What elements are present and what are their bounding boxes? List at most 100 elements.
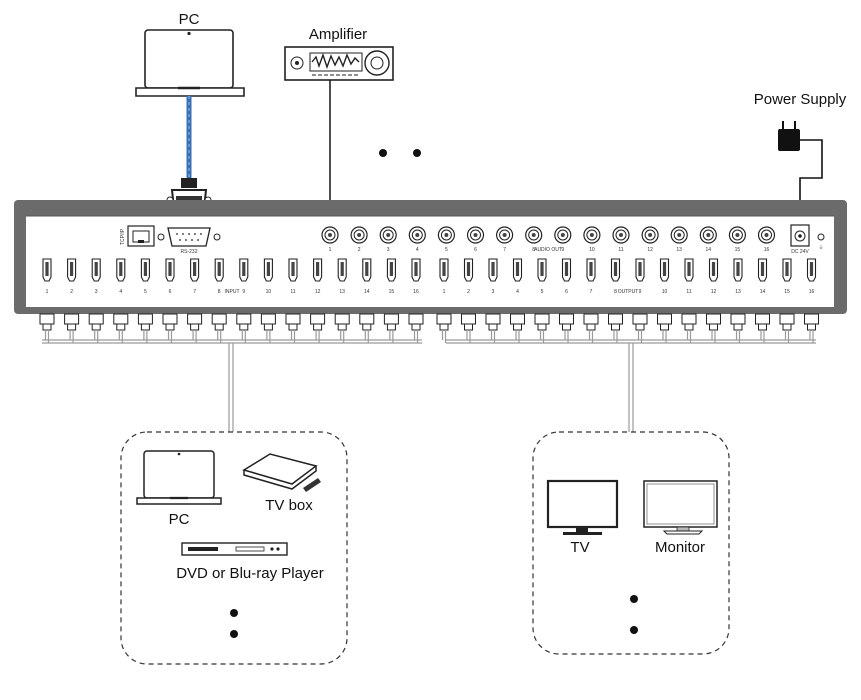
hdmi-output-port [684,258,694,282]
hdmi-plug [285,313,301,331]
power-supply-label: Power Supply [754,91,847,108]
hdmi-input-number: 16 [413,289,419,295]
audio-out-jack [496,226,514,244]
audio-out-label: AUDIO OUT [534,247,562,253]
hdmi-input-port [362,258,372,282]
dvd-bluray-player-device [181,542,288,556]
hdmi-input-number: 2 [70,289,73,295]
remote-control-icon [303,478,321,492]
hdmi-plug [706,313,721,331]
tcp-ip-port [127,225,155,247]
audio-out-number: 1 [329,247,332,253]
tv-box-label: TV box [265,497,313,514]
hdmi-output-number: 13 [735,289,741,295]
hdmi-input-number: 4 [119,289,122,295]
hdmi-output-port [439,258,449,282]
hdmi-input-port [140,258,150,282]
hdmi-input-port [239,258,249,282]
hdmi-input-number: 11 [290,289,295,295]
source-pc-laptop [136,450,222,505]
hdmi-plug [779,313,795,331]
hdmi-output-port [586,258,596,282]
hdmi-plug [657,313,672,331]
hdmi-output-port [610,258,621,282]
pc-label: PC [179,11,200,28]
hdmi-plug [113,313,129,331]
hdmi-output-number: 4 [516,289,519,295]
panel-face [26,216,834,307]
more-sources-dot [230,630,238,638]
hdmi-input-port [116,258,126,282]
display-devices-group [532,431,730,655]
hdmi-plug [583,313,599,331]
power-adapter [778,121,823,222]
hdmi-plug [359,313,375,331]
source-devices-group [120,431,348,665]
hdmi-output-number: 12 [711,289,717,295]
rs232-connector-boot [181,178,197,188]
audio-out-number: 11 [618,247,623,253]
audio-out-jack [554,226,572,244]
hdmi-input-number: 7 [193,289,196,295]
more-displays-dot [630,626,638,634]
dc-power-jack [790,224,810,247]
hdmi-input-port [42,258,52,282]
hdmi-output-port [733,258,743,282]
hdmi-input-number: 10 [266,289,272,295]
hdmi-output-number: 5 [541,289,544,295]
hdmi-output-port [537,258,547,282]
output-label: OUTPUT [618,289,639,295]
hdmi-input-port [263,258,273,282]
dc-24v-label: DC 24V [791,249,809,255]
hdmi-plug [408,313,424,331]
hdmi-output-number: 1 [443,289,446,295]
hdmi-output-port [708,258,719,282]
hdmi-output-number: 14 [760,289,766,295]
audio-out-jack [408,226,426,244]
audio-out-number: 10 [589,247,595,253]
hdmi-input-port [214,258,224,282]
hdmi-input-number: 9 [242,289,245,295]
hdmi-plug [559,313,574,331]
hdmi-plug [730,313,746,331]
audio-out-jack [641,226,659,244]
monitor-display-device [643,480,718,535]
hdmi-output-number: 8 [614,289,617,295]
hdmi-cables [39,313,819,343]
more-amplifiers-dot [379,149,387,157]
hdmi-output-port [463,258,474,282]
hdmi-input-port [91,258,101,282]
more-sources-dot [230,609,238,617]
hdmi-input-number: 3 [95,289,98,295]
hdmi-plug [681,313,697,331]
hdmi-input-port [337,258,347,282]
audio-out-jack [612,226,630,244]
hdmi-input-port [67,258,77,282]
hdmi-input-number: 5 [144,289,147,295]
input-label: INPUT [225,289,240,295]
hdmi-plug [485,313,501,331]
hdmi-input-number: 14 [364,289,370,295]
hdmi-plug [310,313,326,331]
hdmi-plug [260,313,276,331]
hdmi-output-number: 2 [467,289,470,295]
audio-out-jack [728,226,747,244]
audio-out-number: 3 [387,247,390,253]
hdmi-plug [137,313,153,331]
tv-label: TV [570,539,589,556]
hdmi-output-number: 10 [662,289,668,295]
audio-out-jack [525,226,543,244]
audio-out-jack [437,226,455,244]
hdmi-plug [236,313,252,331]
audio-out-jack [379,226,397,244]
hdmi-input-number: 8 [218,289,221,295]
rs232-port [157,227,221,247]
more-amplifiers-dot [413,149,421,157]
audio-out-jack [321,226,339,244]
hdmi-input-port [190,258,200,282]
hdmi-plug [804,313,819,331]
hdmi-plug [88,313,104,331]
hdmi-plug [632,313,648,331]
